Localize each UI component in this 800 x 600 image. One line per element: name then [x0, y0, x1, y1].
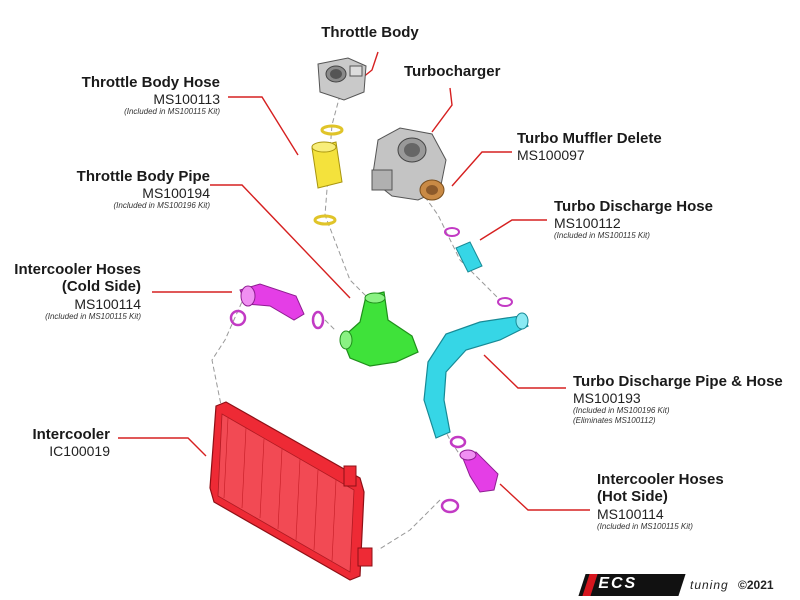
label-intercooler-hoses-hot-side: Intercooler Hoses (Hot Side) MS100114 (I… — [597, 471, 787, 531]
turbo-discharge-hose — [444, 227, 513, 307]
logo-brand: ECS — [598, 575, 638, 592]
turbocharger-icon — [371, 127, 447, 201]
throttle-body-pipe — [339, 291, 419, 367]
intercooler-title: Intercooler — [32, 426, 110, 443]
intercooler-hoses-cold-side — [229, 283, 325, 330]
label-turbocharger: Turbocharger — [404, 63, 544, 80]
intercooler-hoses-hot-title-2: (Hot Side) — [597, 488, 668, 506]
logo-sub: tuning — [690, 578, 729, 592]
turbocharger-title: Turbocharger — [404, 63, 501, 80]
intercooler-hoses-cold-title-1: Intercooler Hoses — [14, 261, 141, 278]
intercooler-hoses-cold-part: MS100114 — [74, 295, 141, 312]
label-intercooler: Intercooler IC100019 — [10, 426, 110, 459]
label-turbo-discharge-pipe-and-hose: Turbo Discharge Pipe & Hose MS100193 (In… — [573, 373, 795, 425]
intercooler-hoses-hot-part: MS100114 — [597, 505, 664, 522]
throttle-body-title: Throttle Body — [321, 24, 419, 41]
turbo-discharge-pipe-part: MS100193 — [573, 390, 641, 407]
intercooler-hoses-cold-title-2: (Cold Side) — [61, 278, 141, 296]
turbo-discharge-pipe-note-1: (Included in MS100196 Kit) — [573, 406, 670, 416]
turbo-discharge-pipe-note-2: (Eliminates MS100112) — [573, 415, 656, 425]
turbo-discharge-hose-part: MS100112 — [554, 215, 621, 232]
turbo-discharge-pipe-and-hose — [423, 312, 529, 449]
turbo-discharge-hose-title: Turbo Discharge Hose — [554, 198, 713, 215]
label-turbo-discharge-hose: Turbo Discharge Hose MS100112 (Included … — [554, 198, 754, 241]
throttle-body-icon — [317, 57, 367, 101]
throttle-body-pipe-title: Throttle Body Pipe — [76, 168, 210, 185]
label-turbo-muffler-delete: Turbo Muffler Delete MS100097 — [517, 130, 717, 163]
ecs-tuning-logo: ECS tuning ©2021 — [578, 574, 796, 596]
label-throttle-body: Throttle Body — [300, 24, 440, 41]
intercooler-hoses-hot-note: (Included in MS100115 Kit) — [597, 521, 693, 531]
label-throttle-body-pipe: Throttle Body Pipe MS100194 (Included in… — [20, 168, 210, 211]
logo-copyright: ©2021 — [738, 578, 774, 592]
leader-lines — [118, 51, 590, 511]
throttle-body-pipe-note: (Included in MS100196 Kit) — [113, 201, 211, 211]
turbo-muffler-delete-part: MS100097 — [517, 147, 585, 164]
turbo-discharge-pipe-title: Turbo Discharge Pipe & Hose — [573, 373, 783, 390]
turbo-discharge-hose-note: (Included in MS100115 Kit) — [554, 231, 650, 241]
intercooler-hoses-hot-side — [440, 449, 499, 514]
label-throttle-body-hose: Throttle Body Hose MS100113 (Included in… — [20, 74, 220, 117]
intercooler-icon — [209, 401, 373, 581]
throttle-body-hose-title: Throttle Body Hose — [81, 74, 220, 91]
intercooler-hoses-hot-title-1: Intercooler Hoses — [597, 471, 724, 488]
throttle-body-hose-part: MS100113 — [153, 91, 220, 108]
turbo-muffler-delete-title: Turbo Muffler Delete — [517, 130, 662, 147]
throttle-body-hose-note: (Included in MS100115 Kit) — [124, 107, 220, 117]
intercooler-part: IC100019 — [49, 443, 110, 460]
logo-badge: ECS — [578, 574, 686, 596]
label-intercooler-hoses-cold-side: Intercooler Hoses (Cold Side) MS100114 (… — [0, 261, 141, 321]
intercooler-hoses-cold-note: (Included in MS100115 Kit) — [45, 311, 141, 321]
logo-red-stripe — [582, 574, 598, 596]
throttle-body-hose — [311, 124, 344, 226]
throttle-body-pipe-part: MS100194 — [142, 185, 210, 202]
